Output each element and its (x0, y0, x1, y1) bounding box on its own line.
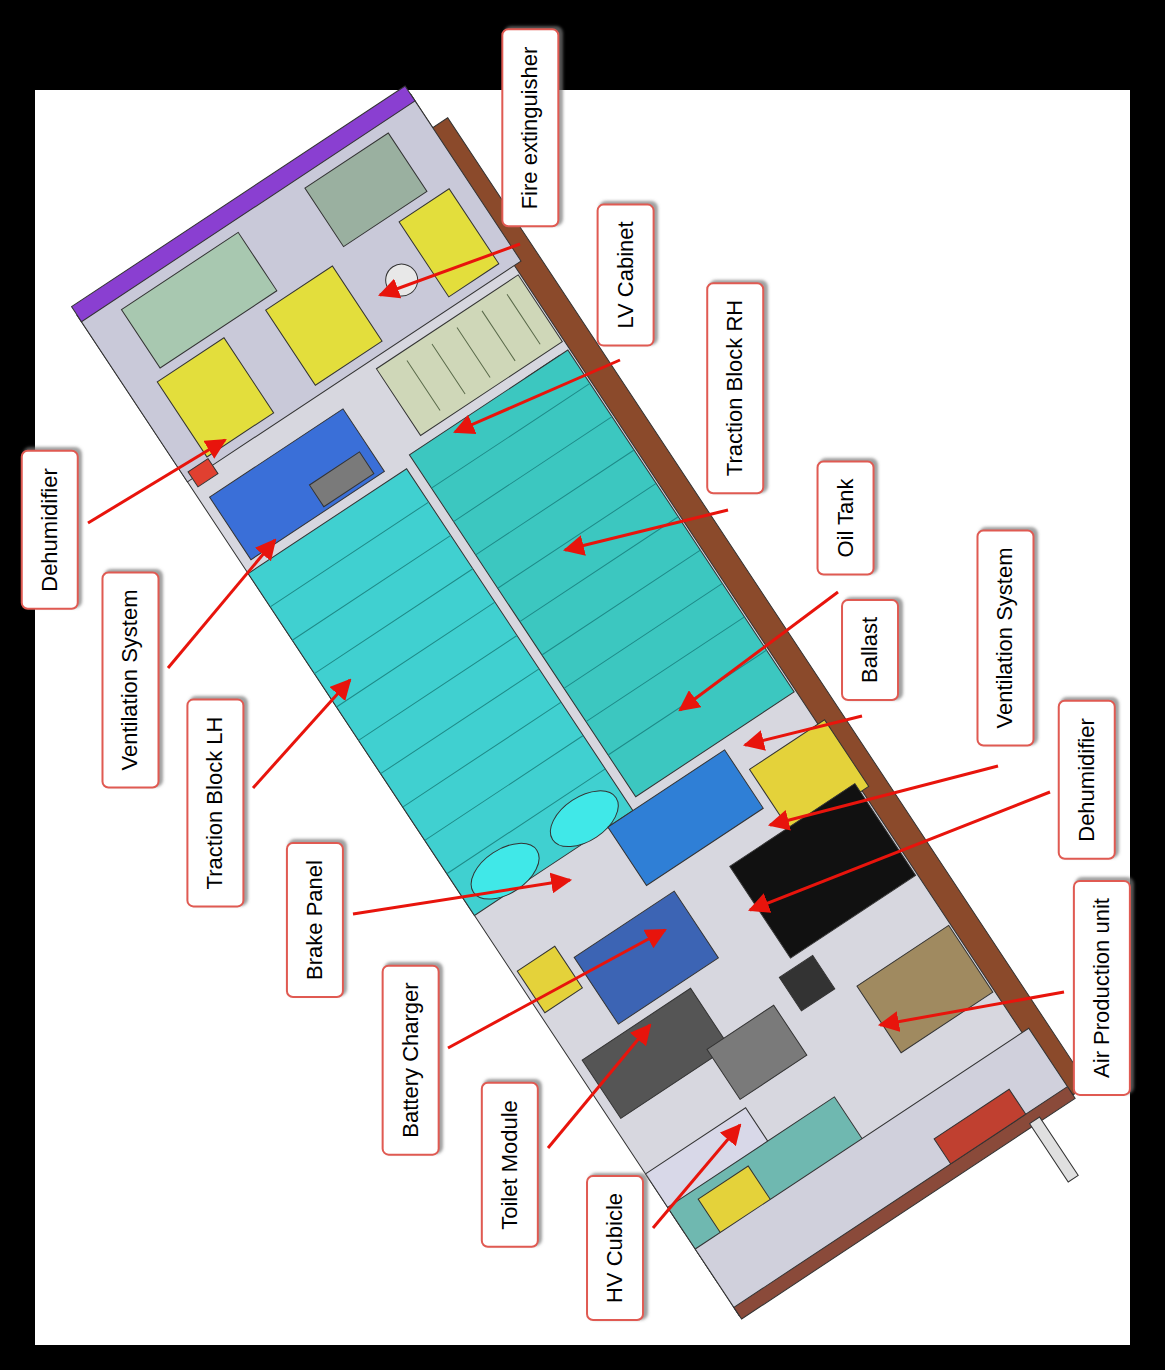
leader-line (745, 716, 862, 745)
callout-label: LV Cabinet (596, 203, 654, 346)
leader-line (548, 1025, 650, 1148)
callout-label: Ventilation System (976, 530, 1034, 747)
callout-label: HV Cubicle (586, 1175, 644, 1321)
label-text: Dehumidifier (1074, 718, 1100, 842)
cab-panel (121, 232, 276, 368)
callout-label: Ventilation System (101, 572, 159, 789)
leader-line (380, 244, 520, 295)
coupler-rod (1030, 1117, 1079, 1182)
callout-label: Toilet Module (481, 1082, 539, 1248)
leader-line (253, 680, 350, 788)
label-text: Dehumidifier (37, 468, 63, 592)
leader-line (653, 1125, 740, 1228)
block-end-cap (540, 779, 628, 858)
label-text: HV Cubicle (602, 1193, 628, 1303)
leader-line (770, 766, 998, 825)
white-ground (35, 90, 1130, 1345)
leader-lines (88, 244, 1064, 1228)
callout-label: Oil Tank (816, 460, 874, 575)
leader-line (88, 440, 225, 523)
cab-end-strip (734, 1087, 1075, 1319)
callout-label: Brake Panel (286, 842, 344, 998)
ventilation-unit (730, 784, 916, 959)
dehumidifier-unit (779, 955, 834, 1010)
leader-line (168, 540, 275, 668)
underframe (77, 94, 1073, 1315)
battery-charger (707, 1005, 807, 1099)
callout-label: Dehumidifier (1058, 700, 1116, 860)
label-text: LV Cabinet (612, 221, 638, 328)
block-end-cap (461, 832, 549, 911)
label-text: Ventilation System (117, 590, 143, 771)
label-text: Traction Block RH (722, 300, 748, 476)
label-text: Battery Charger (397, 982, 423, 1137)
callout-label: Battery Charger (381, 964, 439, 1155)
leader-line (680, 592, 838, 710)
callout-label: Ballast (841, 599, 899, 701)
leader-line (565, 510, 728, 550)
leader-line (448, 930, 665, 1048)
brake-panel (582, 988, 729, 1118)
label-text: Fire extinguisher (517, 47, 543, 210)
cab-yellow-panel (157, 338, 273, 457)
leader-line (880, 992, 1064, 1025)
air-production-unit (857, 925, 993, 1052)
callout-label: Dehumidifier (21, 450, 79, 610)
dehumidifier-unit (188, 459, 218, 487)
cab-yellow-panel (266, 266, 382, 385)
label-text: Air Production unit (1089, 898, 1115, 1078)
label-text: Ballast (857, 617, 883, 683)
callout-label: Air Production unit (1073, 880, 1131, 1096)
cab-one (77, 94, 521, 482)
leader-line (455, 360, 620, 432)
label-text: Traction Block LH (202, 717, 228, 890)
locomotive-body (72, 76, 1127, 1370)
callout-label: Traction Block LH (186, 699, 244, 908)
callout-label: Traction Block RH (706, 282, 764, 494)
label-text: Brake Panel (302, 860, 328, 980)
label-text: Toilet Module (497, 1100, 523, 1230)
cab-two (695, 1028, 1073, 1315)
callout-label: Fire extinguisher (501, 29, 559, 228)
leader-line (750, 792, 1050, 910)
label-text: Ventilation System (992, 548, 1018, 729)
leader-line (353, 880, 570, 914)
label-text: Oil Tank (832, 478, 858, 557)
cab-panel (934, 1089, 1026, 1164)
